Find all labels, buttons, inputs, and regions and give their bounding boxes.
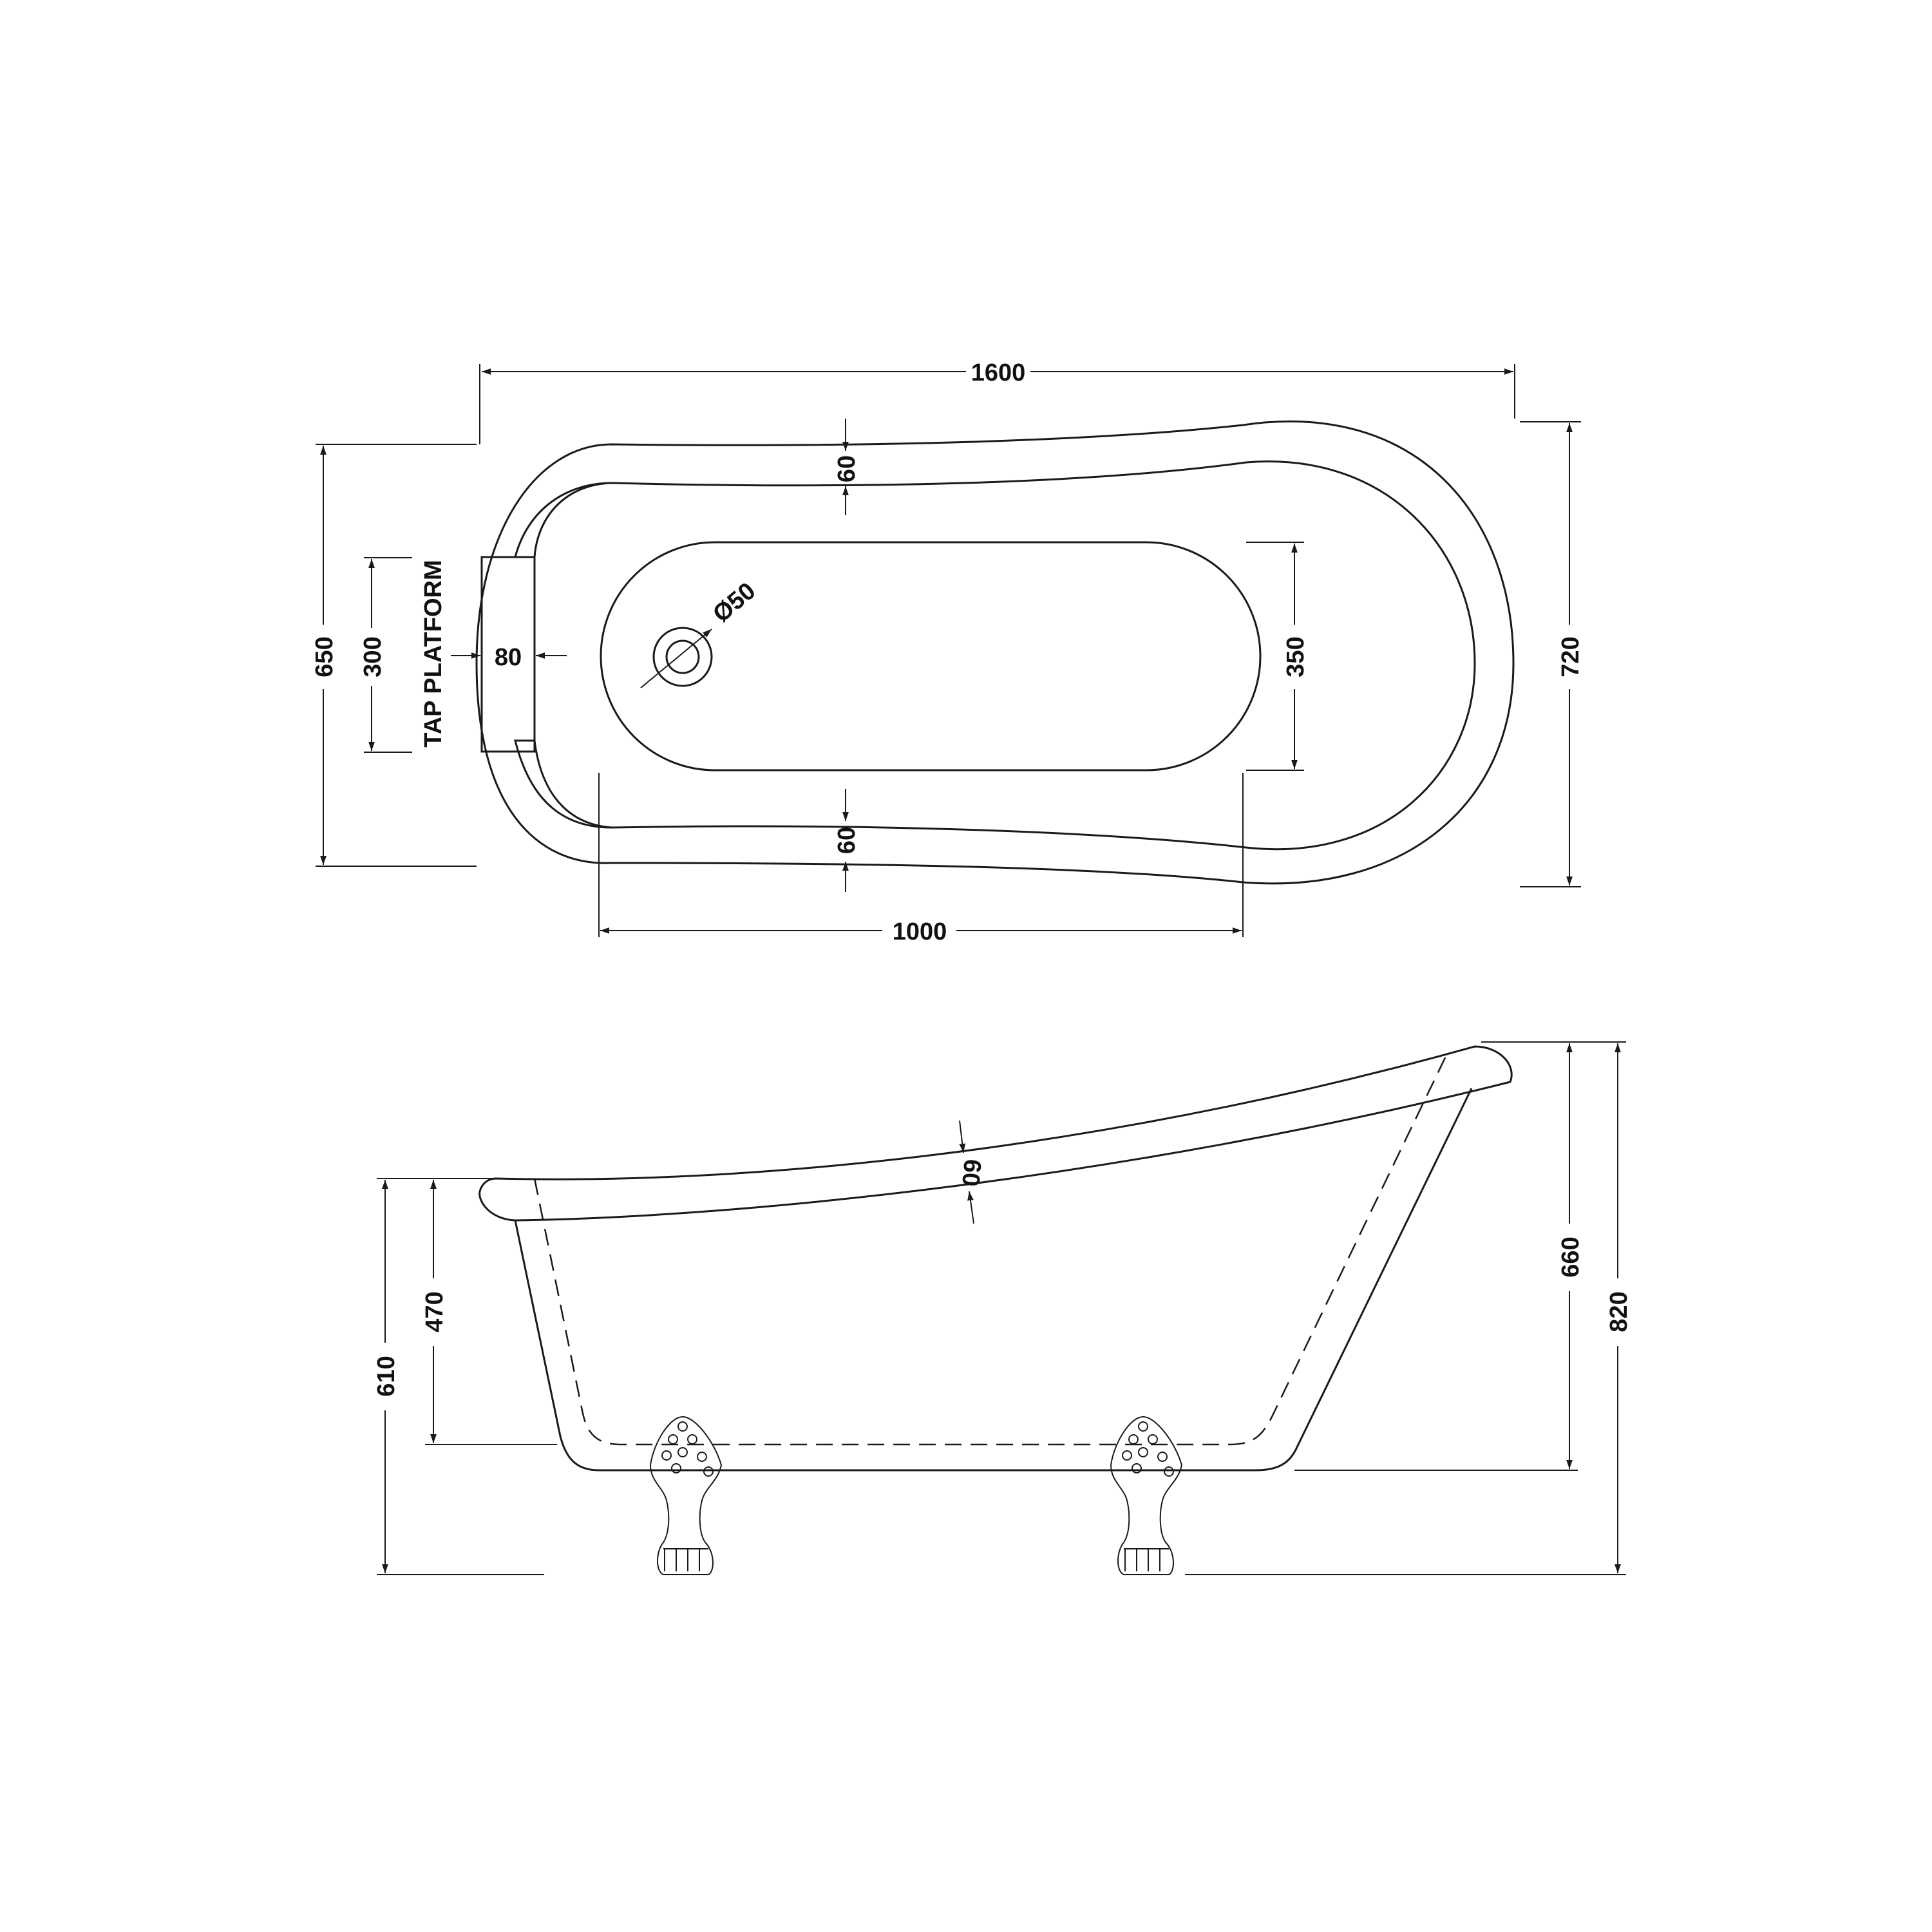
dim-60-top-label: 60 bbox=[833, 455, 860, 482]
dim-60-bottom-label: 60 bbox=[833, 827, 860, 854]
side-rim-outline bbox=[478, 1045, 1513, 1222]
dim-1000-label: 1000 bbox=[893, 918, 947, 945]
claw-foot-right bbox=[1110, 1416, 1183, 1575]
side-inner-dashed bbox=[533, 1049, 1450, 1446]
claw-foot-left bbox=[649, 1416, 723, 1575]
waste-outer-circle bbox=[652, 627, 713, 687]
side-body-outline bbox=[514, 1088, 1473, 1472]
dim-820-label: 820 bbox=[1605, 1291, 1633, 1332]
plan-inner-rim bbox=[514, 460, 1476, 851]
plan-outer-outline bbox=[475, 421, 1515, 885]
dim-1600-label: 1600 bbox=[971, 359, 1026, 386]
dim-rim-60-arrow-b bbox=[967, 1191, 974, 1224]
dim-80-label: 80 bbox=[495, 644, 522, 671]
dim-rim-60-label: 60 bbox=[956, 1158, 986, 1188]
dim-waste-leader bbox=[640, 629, 712, 688]
dim-650-label: 650 bbox=[311, 636, 338, 677]
tap-platform-label: TAP PLATFORM bbox=[420, 560, 447, 747]
dim-470-label: 470 bbox=[421, 1291, 448, 1332]
side-view: 60 610 470 660 820 bbox=[373, 1041, 1633, 1575]
dim-rim-60-arrow-a bbox=[959, 1120, 966, 1153]
dim-300-label: 300 bbox=[359, 636, 386, 677]
dim-waste-label: Ø50 bbox=[708, 578, 761, 628]
waste-inner-circle bbox=[665, 639, 700, 674]
plan-base-outline bbox=[600, 541, 1262, 772]
dim-660-label: 660 bbox=[1557, 1236, 1584, 1277]
dim-350-label: 350 bbox=[1282, 636, 1309, 677]
dim-720-label: 720 bbox=[1557, 636, 1584, 677]
tap-platform bbox=[480, 556, 536, 753]
dim-610-label: 610 bbox=[373, 1356, 400, 1396]
plan-view: 1600 720 650 300 TAP PLATFORM 80 60 60 bbox=[311, 359, 1584, 945]
